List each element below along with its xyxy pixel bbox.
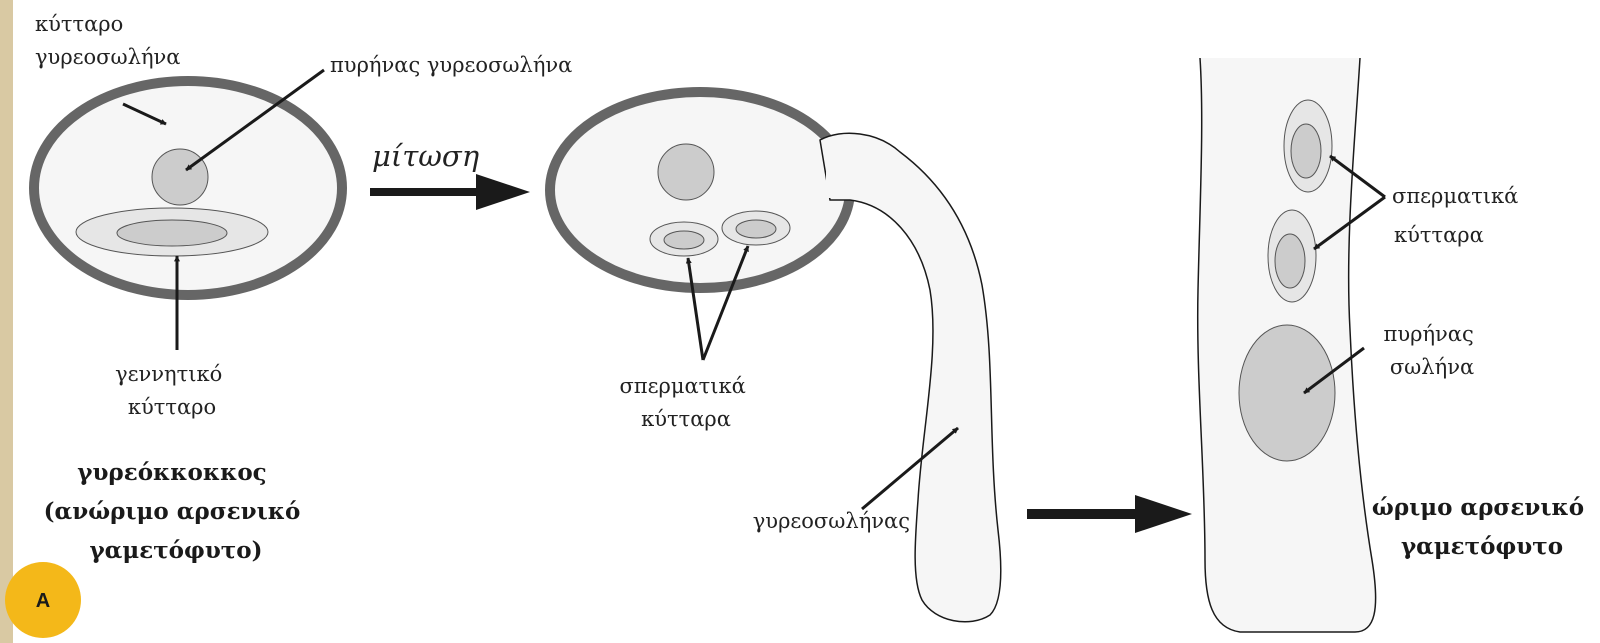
tube-nucleus-right [1239, 325, 1335, 461]
arrow-mitosis [370, 174, 530, 210]
tube-nucleus [152, 149, 208, 205]
arrow-maturation [1027, 495, 1192, 533]
label-pollen-tube: γυρεοσωλήνας [753, 509, 910, 533]
label-generative-cell: γεννητικό κύτταρο [115, 362, 229, 419]
panel-badge: A [5, 562, 81, 638]
germinating-pollen-grain [550, 92, 1001, 622]
label-tube-nucleus-right: πυρήνας σωλήνα [1384, 322, 1481, 379]
sperm-cell-mid-1-nucleus [664, 231, 704, 249]
caption-mature: ώριμο αρσενικό γαμετόφυτο [1372, 494, 1592, 560]
mature-pollen-tube [1198, 58, 1376, 632]
pollen-tube-opening [826, 140, 844, 198]
label-tube-nucleus-top: πυρήνας γυρεοσωλήνα [330, 53, 572, 77]
badge-letter: A [36, 590, 50, 612]
label-mitosis: μίτωση [372, 139, 480, 173]
label-sperm-cells-right: σπερματικά κύτταρα [1392, 184, 1525, 247]
label-sperm-cells-mid: σπερματικά κύτταρα [619, 374, 752, 431]
generative-cell-nucleus [117, 220, 227, 246]
sperm-cell-right-2-nucleus [1275, 234, 1305, 288]
immature-pollen-grain [34, 81, 342, 295]
caption-immature: γυρεόκκοκκος (ανώριμο αρσενικό γαμετόφυτ… [44, 459, 309, 564]
sperm-cell-right-1-nucleus [1291, 124, 1321, 178]
label-pollen-cell: κύτταρο γυρεοσωλήνα [35, 12, 180, 69]
tube-nucleus-mid [658, 144, 714, 200]
sperm-cell-mid-2-nucleus [736, 220, 776, 238]
